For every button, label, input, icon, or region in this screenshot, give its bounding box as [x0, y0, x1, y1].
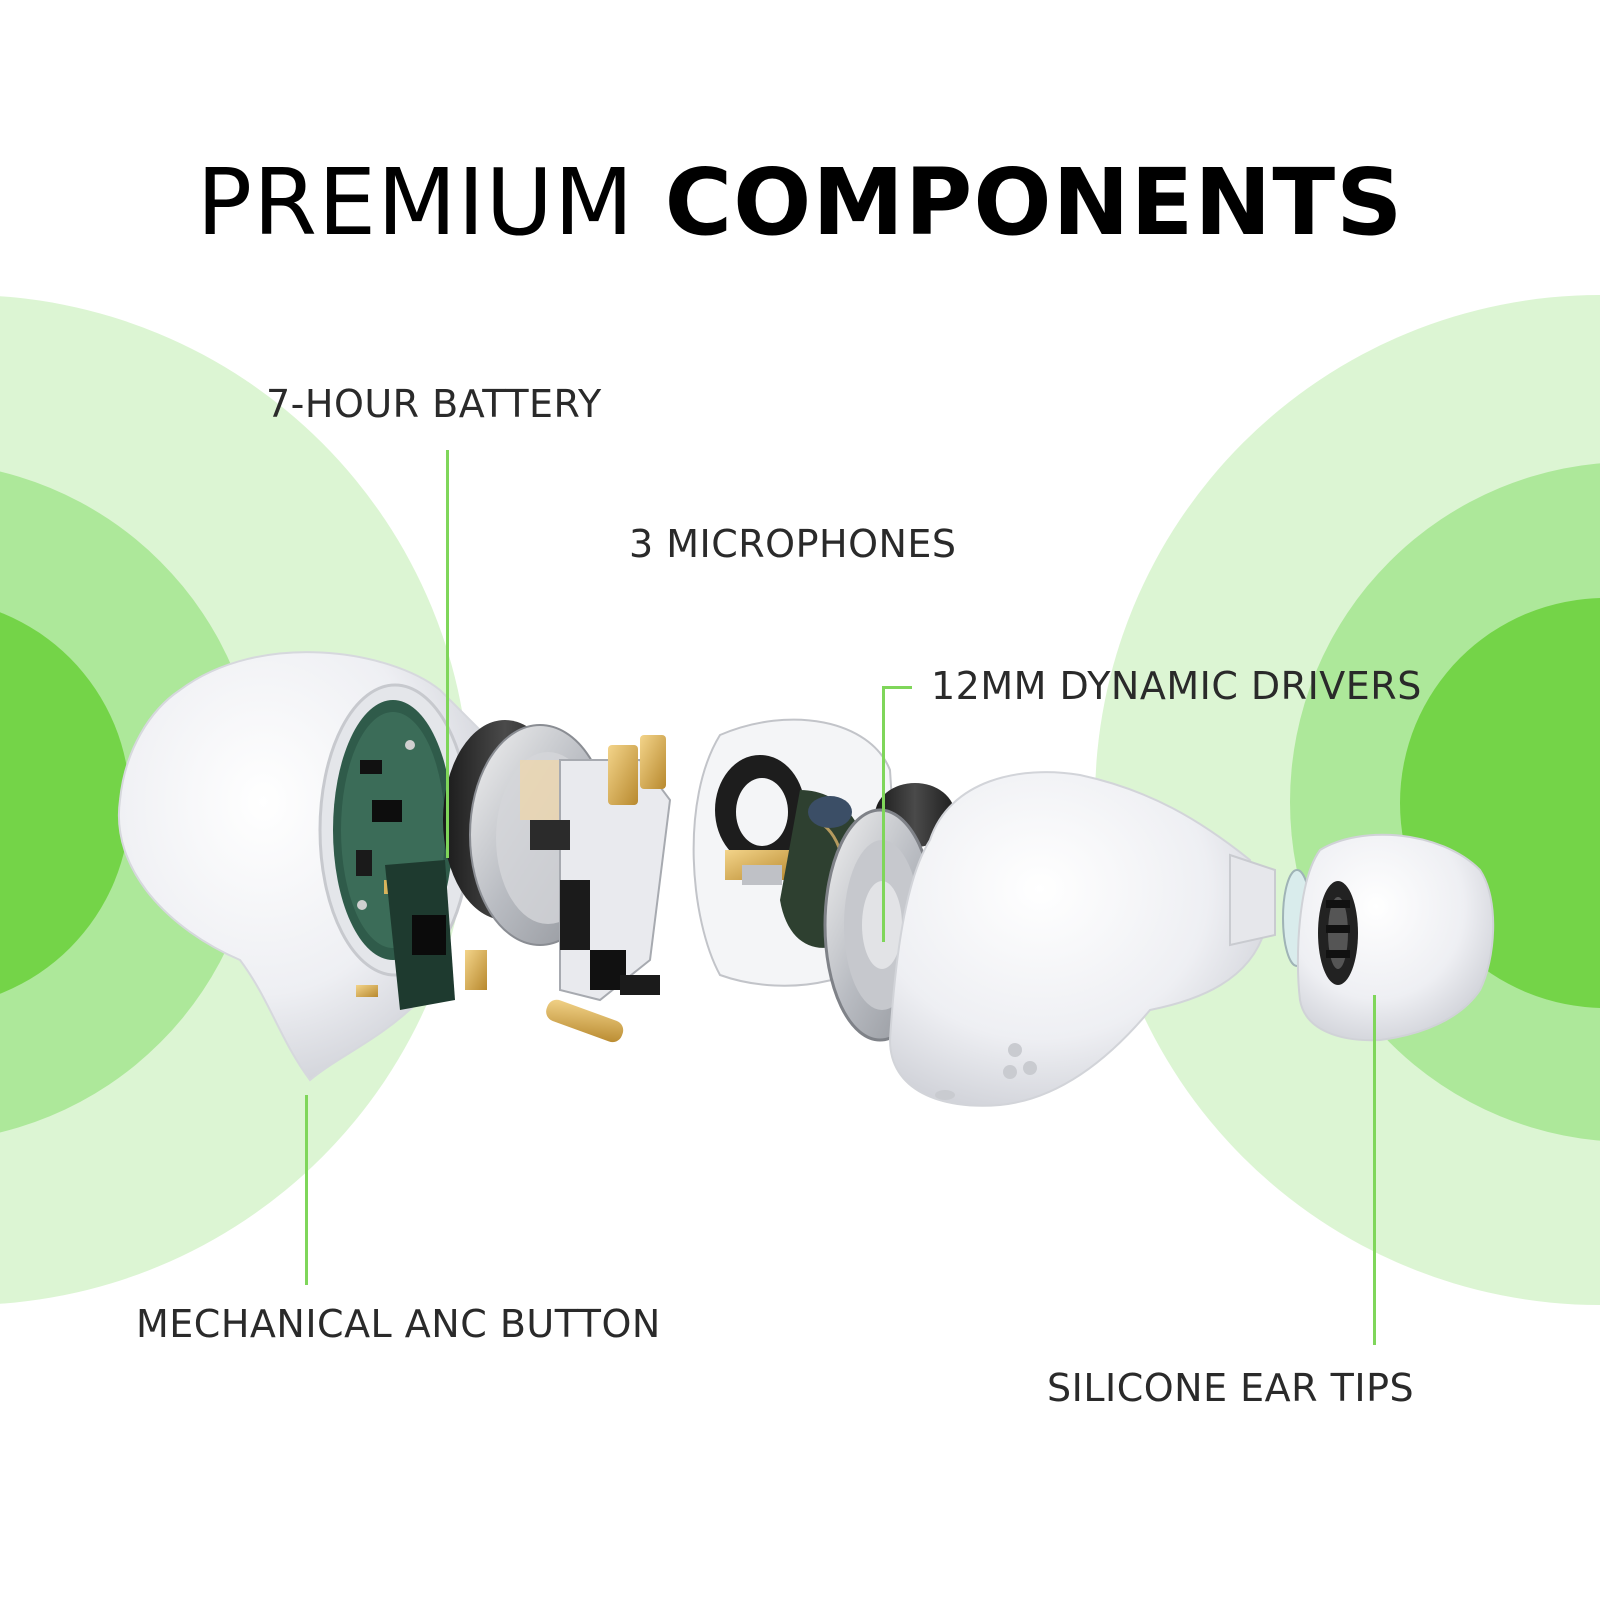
label-microphones: 3 MICROPHONES — [629, 522, 957, 566]
drivers-leader-line-h — [882, 686, 912, 689]
drivers-leader-line-v — [882, 686, 885, 942]
label-anc-button: MECHANICAL ANC BUTTON — [136, 1302, 661, 1346]
label-drivers: 12MM DYNAMIC DRIVERS — [931, 664, 1422, 708]
page-title: PREMIUM COMPONENTS — [0, 150, 1600, 256]
title-bold: COMPONENTS — [664, 149, 1404, 256]
eartips-leader-line — [1373, 995, 1376, 1345]
label-battery: 7-HOUR BATTERY — [266, 382, 602, 426]
silicone-ear-tip — [1296, 833, 1495, 1042]
outer-shell — [117, 651, 482, 1082]
title-regular: PREMIUM — [196, 149, 635, 256]
label-ear-tips: SILICONE EAR TIPS — [1047, 1366, 1415, 1410]
anc-leader-line — [305, 1095, 308, 1285]
mic-bracket — [465, 735, 672, 1043]
battery-leader-line — [446, 450, 449, 858]
inner-shell — [888, 771, 1276, 1107]
